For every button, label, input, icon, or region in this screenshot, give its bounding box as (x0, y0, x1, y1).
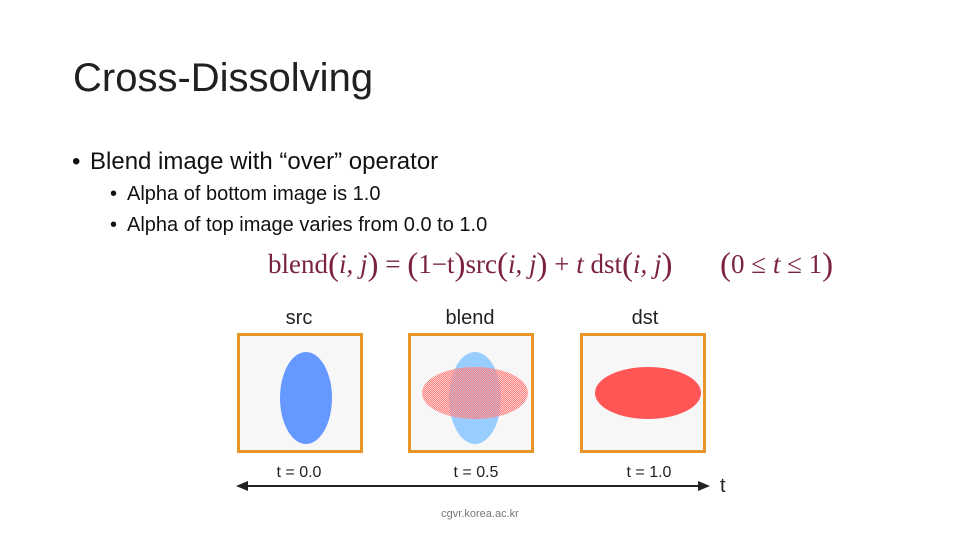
bullet-marker: • (110, 214, 118, 236)
sub-bullet-text: Alpha of top image varies from 0.0 to 1.… (127, 214, 488, 236)
bullet-text: Blend image with “over” operator (90, 148, 439, 175)
formula-src: src (465, 249, 497, 279)
formula-args: i, j (339, 249, 368, 279)
dst-image (595, 367, 701, 419)
sub-bullet-item: • Alpha of bottom image is 1.0 (110, 183, 380, 206)
panel-dst (580, 333, 706, 453)
footer-url: cgvr.korea.ac.kr (441, 508, 519, 520)
formula-lhs: blend (268, 249, 328, 279)
src-image (280, 352, 332, 444)
formula-args: i, j (633, 249, 662, 279)
constraint-one: 1 (808, 249, 823, 279)
formula-dst: dst (590, 249, 622, 279)
constraint-zero: 0 (731, 249, 745, 279)
bullet-marker: • (110, 183, 118, 205)
panel-label-dst: dst (631, 307, 659, 329)
t-axis-label: t (720, 475, 726, 497)
t-label-dst: t = 1.0 (626, 464, 672, 481)
formula-plus: + (554, 249, 570, 279)
formula-one-minus-t: 1−t (418, 249, 455, 279)
t-label-blend: t = 0.5 (453, 464, 499, 481)
panel-label-src: src (285, 307, 313, 329)
slide-title: Cross-Dissolving (73, 56, 374, 100)
formula-equals: = (385, 249, 401, 279)
arrow-left-head (236, 481, 248, 491)
blend-red-dither (422, 367, 528, 419)
constraint-le: ≤ (751, 249, 767, 279)
sub-bullet-item: • Alpha of top image varies from 0.0 to … (110, 214, 487, 237)
panel-label-blend: blend (445, 307, 495, 329)
constraint-le: ≤ (787, 249, 802, 279)
sub-bullet-text: Alpha of bottom image is 1.0 (127, 183, 381, 205)
formula-constraint: (0 ≤ t ≤ 1) (720, 247, 834, 283)
formula-args: i, j (507, 249, 537, 279)
blend-formula: blend(i, j) = (1−t)src(i, j) + t dst(i, … (268, 247, 673, 283)
arrow-right-head (698, 481, 710, 491)
dst-red-ellipse (595, 367, 701, 419)
bullet-item: • Blend image with “over” operator (72, 148, 438, 176)
src-blue-ellipse (280, 352, 332, 444)
panel-blend (408, 333, 534, 453)
bullet-marker: • (72, 148, 81, 175)
t-label-src: t = 0.0 (276, 464, 322, 481)
constraint-t: t (772, 249, 781, 279)
t-axis-arrow (236, 481, 710, 491)
formula-t: t (576, 249, 584, 279)
blend-image (422, 352, 528, 444)
panel-src (237, 333, 363, 453)
